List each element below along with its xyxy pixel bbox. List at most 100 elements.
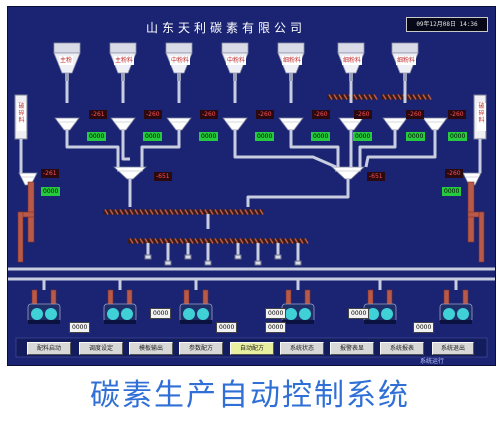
feeder-setpoint[interactable]: 0000	[311, 132, 331, 141]
screw-flight	[129, 238, 134, 244]
screw-flight	[353, 94, 358, 100]
pipe	[358, 130, 397, 167]
mixer-feed	[443, 289, 450, 305]
screw-flight	[194, 238, 199, 244]
weigh-hopper	[222, 117, 248, 131]
schedule-settings-button[interactable]: 调度设定	[79, 342, 123, 355]
bin-label: 中粉料	[170, 56, 191, 65]
feeder-setpoint[interactable]: 0000	[353, 132, 373, 141]
screw-flight	[209, 238, 214, 244]
screw-flight	[387, 94, 392, 100]
valve	[204, 260, 212, 266]
screw-flight	[254, 238, 259, 244]
screw-flight	[154, 209, 159, 215]
silo-outlet	[177, 73, 181, 81]
mixer-base	[28, 320, 60, 324]
feeder-setpoint[interactable]: 0000	[255, 132, 275, 141]
screw-flight	[169, 209, 174, 215]
screw-flight	[343, 94, 348, 100]
mixer-drum	[299, 308, 311, 320]
feeder-weight: -260	[312, 110, 330, 119]
parameter-recipe-button[interactable]: 参数配方	[179, 342, 223, 355]
exit-button[interactable]: 系统退出	[432, 342, 474, 355]
mixer-drum	[381, 308, 393, 320]
pipe	[121, 130, 130, 161]
mixer-feed	[126, 289, 133, 305]
feeder-setpoint[interactable]: 0000	[448, 132, 468, 141]
template-output-button[interactable]: 模板输出	[129, 342, 173, 355]
weigh-hopper	[462, 172, 482, 186]
side-setpoint-right[interactable]: 0000	[442, 187, 462, 196]
screw-flight	[249, 209, 254, 215]
system-status-button[interactable]: 系统状态	[280, 342, 324, 355]
screw-flight	[274, 238, 279, 244]
screw-flight	[114, 209, 119, 215]
screw-flight	[199, 238, 204, 244]
pipe	[233, 130, 337, 169]
side-duct-left	[17, 211, 24, 263]
screw-flight	[407, 94, 412, 100]
pipe	[246, 179, 350, 207]
screw-flight	[289, 238, 294, 244]
screw-flight	[144, 209, 149, 215]
bin-label: 主粉	[59, 56, 74, 65]
mixer-feed	[367, 289, 374, 305]
pipe	[364, 130, 437, 168]
screw-flight	[194, 209, 199, 215]
feeder-setpoint[interactable]: 0000	[87, 132, 107, 141]
weigh-hopper	[330, 166, 366, 180]
screw-flight	[412, 94, 417, 100]
mixer-counter: 0000	[265, 322, 287, 333]
screw-flight	[169, 238, 174, 244]
mixer-base	[180, 320, 212, 324]
valve	[254, 260, 262, 266]
start-batching-button[interactable]: 配料启动	[27, 342, 71, 355]
feeder-setpoint[interactable]: 0000	[199, 132, 219, 141]
status-bar-text: 系统运行	[420, 358, 445, 365]
bin-label: 主粉料	[114, 56, 135, 65]
feeder-weight: -260	[200, 110, 218, 119]
screw-flight	[139, 238, 144, 244]
screw-flight	[184, 209, 189, 215]
screw-flight	[338, 94, 343, 100]
silo-body	[53, 42, 81, 54]
screw-flight	[174, 238, 179, 244]
mixer-counter: 0000	[69, 322, 91, 333]
weigh-hopper	[110, 117, 136, 131]
mixer-feed	[31, 289, 38, 305]
screw-flight	[214, 238, 219, 244]
mixer-feed	[183, 289, 190, 305]
screw-flight	[144, 238, 149, 244]
bin-label: 细粉料	[282, 56, 303, 65]
screw-flight	[149, 238, 154, 244]
mixer-drum	[183, 308, 195, 320]
silo-body	[109, 42, 137, 54]
screw-flight	[159, 238, 164, 244]
mixer-base	[104, 320, 136, 324]
alarm-display-button[interactable]: 报警表显	[330, 342, 374, 355]
auto-recipe-button[interactable]: 自动配方	[230, 342, 274, 355]
hmi-screen: 山东天利碳素有限公司 09年12月08日 14:36 主粉 主粉料 中粉料 中粉…	[7, 6, 496, 366]
valve	[144, 254, 152, 260]
screw-flight	[264, 238, 269, 244]
silo-body	[165, 42, 193, 54]
side-setpoint-left[interactable]: 0000	[41, 187, 61, 196]
screw-flight	[124, 209, 129, 215]
screw-conveyor	[103, 209, 263, 215]
screw-flight	[214, 209, 219, 215]
weigh-hopper	[338, 117, 364, 131]
silo-outlet	[289, 73, 293, 81]
screw-flight	[304, 238, 309, 244]
company-title: 山东天利碳素有限公司	[145, 21, 306, 35]
side-weight-left: -261	[41, 169, 59, 178]
valve	[274, 254, 282, 260]
feeder-setpoint[interactable]: 0000	[143, 132, 163, 141]
screw-flight	[134, 238, 139, 244]
feeder-weight: -260	[256, 110, 274, 119]
screw-flight	[333, 94, 338, 100]
feeder-setpoint[interactable]: 0000	[406, 132, 426, 141]
mixer-drum	[45, 308, 57, 320]
system-report-button[interactable]: 系统报表	[380, 342, 424, 355]
screw-flight	[204, 209, 209, 215]
mixer-feed	[202, 289, 209, 305]
